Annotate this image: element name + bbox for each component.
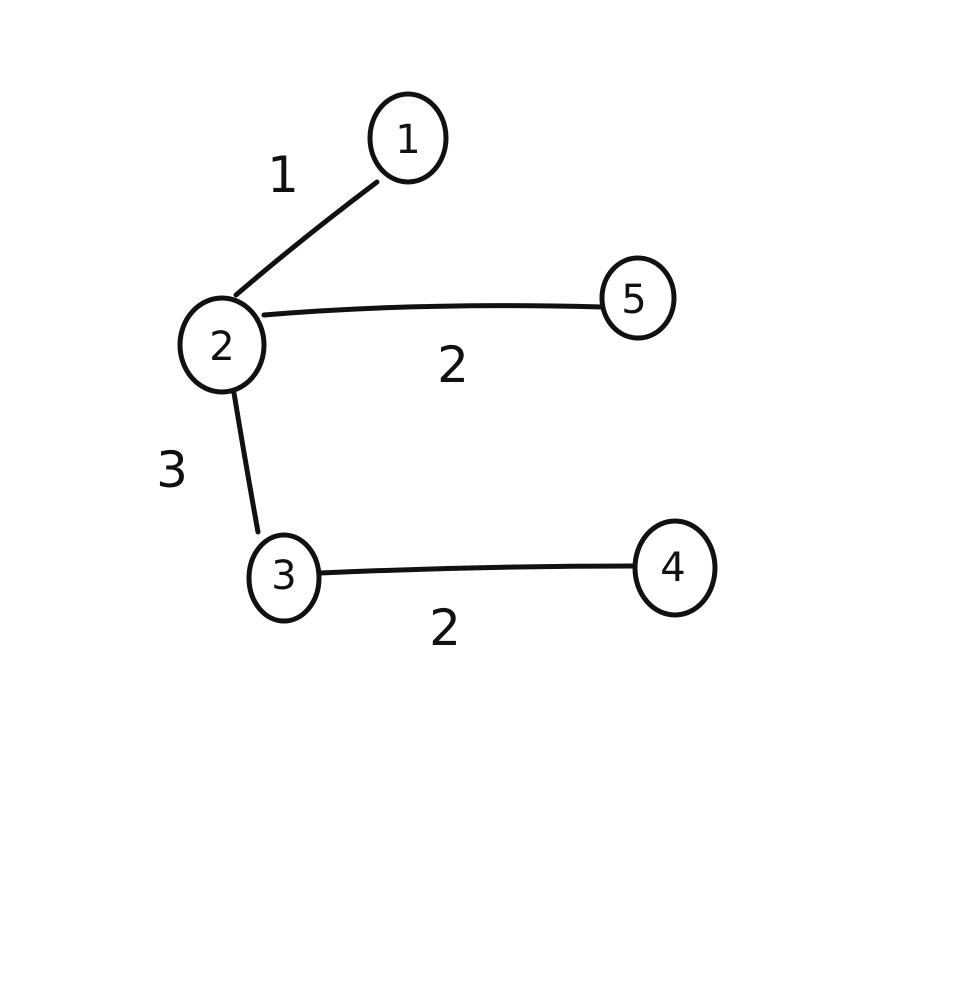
edge-3-4 xyxy=(317,563,639,576)
edge-2-5 xyxy=(261,303,605,318)
node-1: 1 xyxy=(367,91,449,185)
edge-weight-2-3: 3 xyxy=(156,441,188,499)
svg-text:4: 4 xyxy=(660,545,685,591)
edge-weight-1-2: 1 xyxy=(267,146,299,204)
svg-text:2: 2 xyxy=(209,324,234,370)
node-5: 5 xyxy=(599,255,677,341)
svg-text:3: 3 xyxy=(271,553,296,599)
edge-weight-2-5: 2 xyxy=(437,336,469,394)
svg-text:5: 5 xyxy=(621,277,646,323)
node-2: 2 xyxy=(177,295,267,395)
edge-1-2 xyxy=(233,179,380,298)
node-3: 3 xyxy=(246,532,322,624)
edge-weight-3-4: 2 xyxy=(429,599,461,657)
node-4: 4 xyxy=(632,518,718,618)
svg-text:1: 1 xyxy=(395,117,420,163)
edge-2-3 xyxy=(231,390,261,535)
